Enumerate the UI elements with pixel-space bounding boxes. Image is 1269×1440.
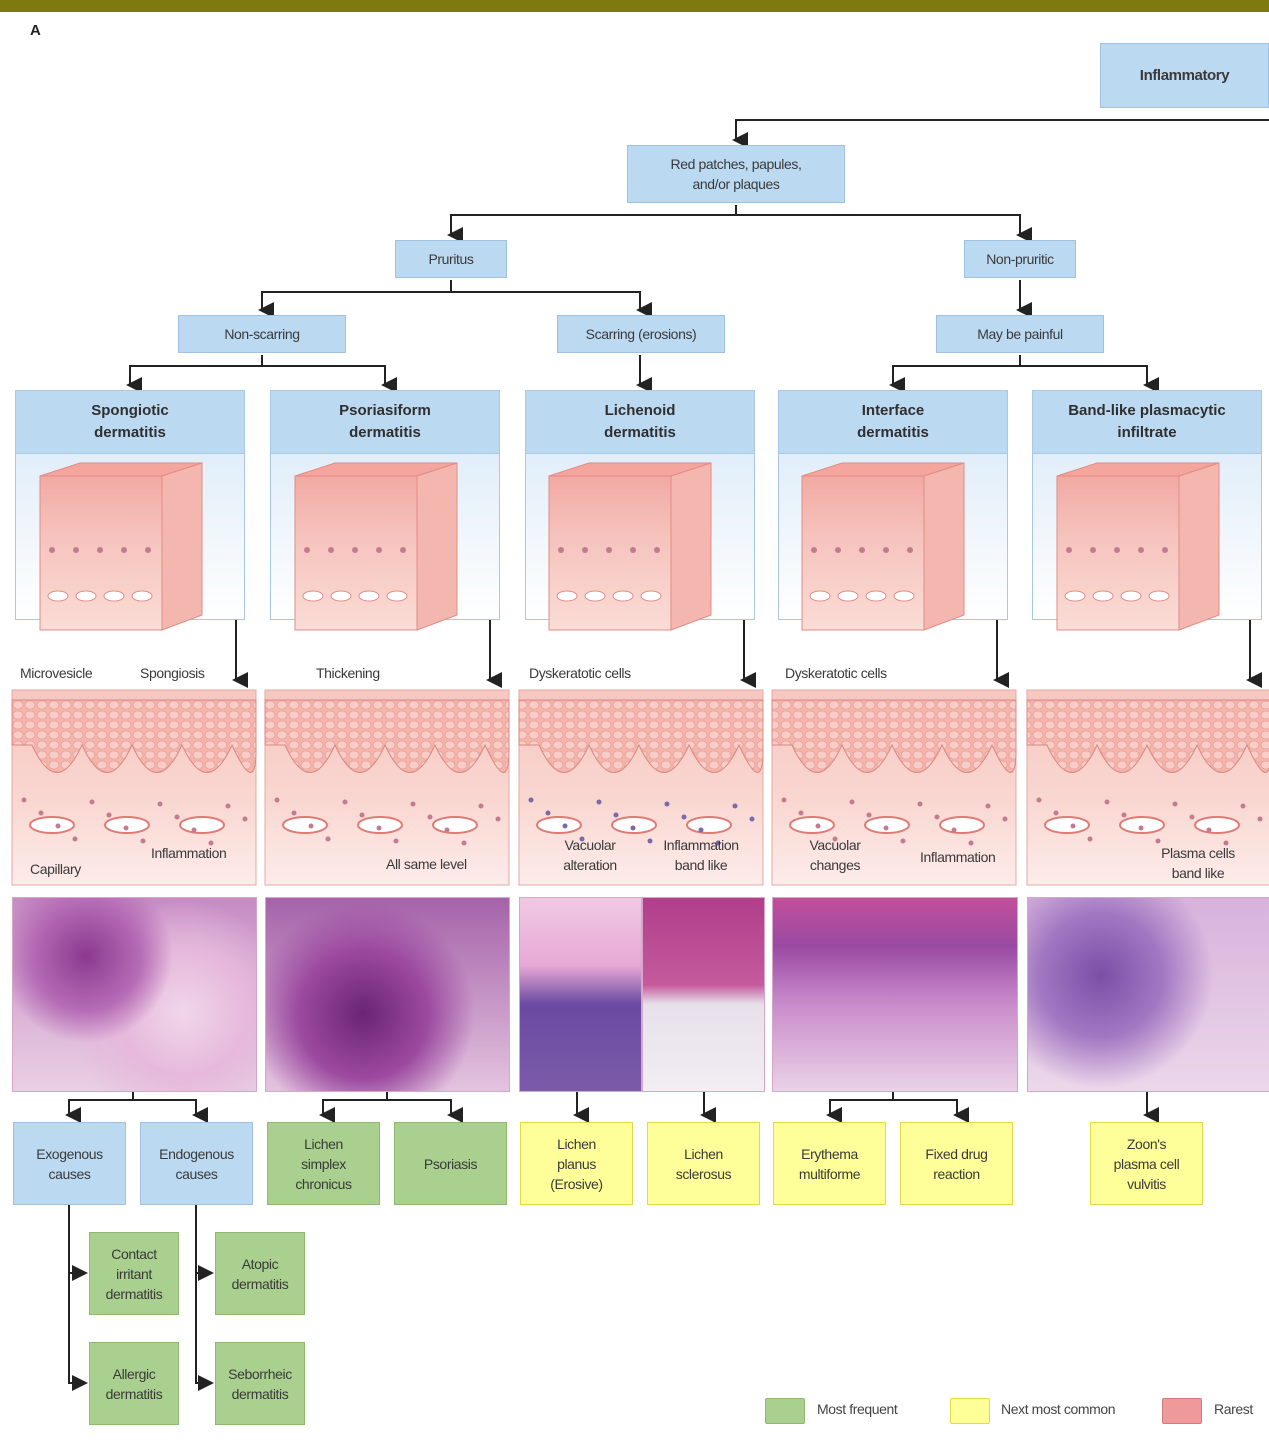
- zoon-vulvitis-box: Zoon's plasma cell vulvitis: [1090, 1122, 1203, 1205]
- label-inflammation-1: Inflammation: [151, 843, 226, 863]
- lichen-sclerosus-box: Lichen sclerosus: [647, 1122, 760, 1205]
- exogenous-causes-box: Exogenous causes: [13, 1122, 126, 1205]
- atopic-dermatitis-box: Atopic dermatitis: [215, 1232, 305, 1315]
- legend-most-frequent: Most frequent: [817, 1401, 897, 1417]
- label-vacuolar-changes: Vacuolar changes: [800, 835, 870, 875]
- legend-next-most-common: Next most common: [1001, 1401, 1115, 1417]
- label-vacuolar-alteration: Vacuolar alteration: [555, 835, 625, 875]
- label-microvesicle: Microvesicle: [20, 663, 92, 683]
- interface-histology: [772, 897, 1018, 1092]
- label-inflammation-band: Inflammation band like: [655, 835, 747, 875]
- fixed-drug-reaction-box: Fixed drug reaction: [900, 1122, 1013, 1205]
- legend-swatch-next-most-common: [950, 1398, 990, 1424]
- label-spongiosis: Spongiosis: [140, 663, 205, 683]
- lichen-planus-box: Lichen planus (Erosive): [520, 1122, 633, 1205]
- label-plasma-cells: Plasma cells band like: [1150, 843, 1246, 883]
- legend-rarest: Rarest: [1214, 1401, 1253, 1417]
- tile-illustrations: [0, 0, 1269, 900]
- label-capillary: Capillary: [30, 859, 81, 879]
- lichen-simplex-box: Lichen simplex chronicus: [267, 1122, 380, 1205]
- psoriasiform-histology: [265, 897, 510, 1092]
- label-thickening: Thickening: [316, 663, 380, 683]
- legend-swatch-most-frequent: [765, 1398, 805, 1424]
- band-like-histology: [1027, 897, 1269, 1092]
- legend-swatch-rarest: [1162, 1398, 1202, 1424]
- label-all-same-level: All same level: [386, 854, 467, 874]
- spongiotic-histology: [12, 897, 257, 1092]
- contact-irritant-box: Contact irritant dermatitis: [89, 1232, 179, 1315]
- allergic-dermatitis-box: Allergic dermatitis: [89, 1342, 179, 1425]
- lichen-planus-histology: [519, 897, 642, 1092]
- erythema-multiforme-box: Erythema multiforme: [773, 1122, 886, 1205]
- label-dyskeratotic-1: Dyskeratotic cells: [529, 663, 631, 683]
- endogenous-causes-box: Endogenous causes: [140, 1122, 253, 1205]
- label-dyskeratotic-2: Dyskeratotic cells: [785, 663, 887, 683]
- psoriasis-box: Psoriasis: [394, 1122, 507, 1205]
- seborrheic-dermatitis-box: Seborrheic dermatitis: [215, 1342, 305, 1425]
- label-inflammation-2: Inflammation: [920, 847, 995, 867]
- lichen-sclerosus-histology: [642, 897, 765, 1092]
